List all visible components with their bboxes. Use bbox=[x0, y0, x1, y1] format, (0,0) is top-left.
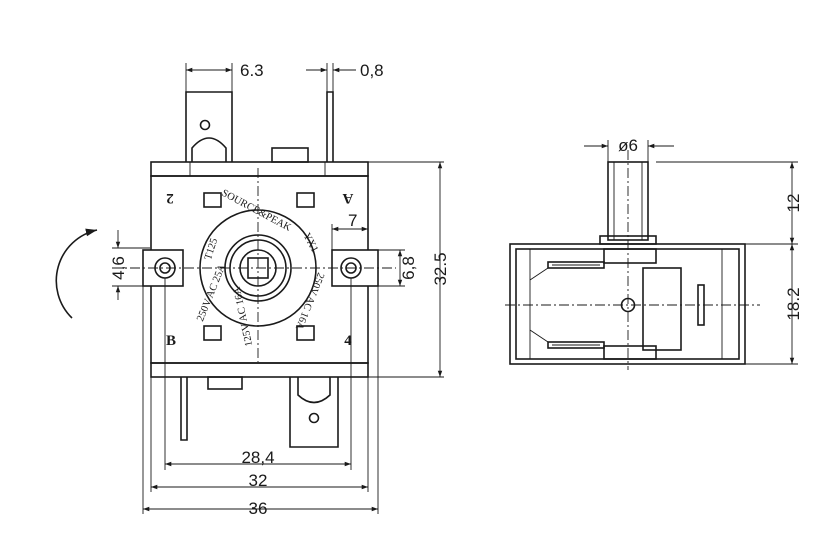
top-notch bbox=[271, 147, 309, 163]
dim-label-bracket-height: 6,8 bbox=[399, 256, 418, 280]
dim-hole-spacing: 4,6 bbox=[109, 230, 150, 300]
dim-body-width: 32 bbox=[150, 377, 369, 492]
dim-label-pin-thickness: 0,8 bbox=[360, 61, 384, 80]
ring-text-model: YX1 bbox=[301, 231, 320, 254]
ring-text-brand: SOURCE&PEAK bbox=[220, 188, 294, 234]
dim-label-shaft-height: 12 bbox=[784, 194, 803, 213]
dim-label-shaft-diameter: ø6 bbox=[618, 136, 638, 155]
bottom-terminal bbox=[289, 377, 339, 448]
dim-terminal-width: 6.3 bbox=[185, 61, 264, 92]
dim-label-body-width: 32 bbox=[249, 471, 268, 490]
dim-label-terminal-width: 6.3 bbox=[240, 61, 264, 80]
dim-pin-offset: 7 bbox=[331, 211, 369, 250]
label-position-a: A bbox=[342, 190, 353, 206]
front-view: 2 A B 4 SOURCE&PEAK YX1 250V AC 16A 125V bbox=[55, 61, 450, 518]
bottom-pin bbox=[180, 377, 188, 441]
dim-bracket-height: 6,8 bbox=[378, 249, 418, 287]
dim-body-height: 32.5 bbox=[368, 161, 450, 378]
label-position-b: B bbox=[166, 333, 176, 349]
dim-label-hole-pitch: 28,4 bbox=[241, 448, 274, 467]
dim-label-body-height: 32.5 bbox=[431, 252, 450, 285]
ring-text-temp: T125 bbox=[203, 237, 220, 261]
dim-label-pin-offset: 7 bbox=[348, 211, 357, 230]
contact-windows bbox=[203, 192, 315, 341]
body-bottom-strip bbox=[150, 362, 369, 378]
dim-side-body-height: 18.2 bbox=[745, 244, 803, 365]
dim-label-side-body-height: 18.2 bbox=[784, 287, 803, 320]
dim-pin-thickness: 0,8 bbox=[306, 61, 384, 92]
dim-label-hole-spacing: 4,6 bbox=[109, 256, 128, 280]
label-position-2: 2 bbox=[166, 190, 174, 206]
dim-overall-width: 36 bbox=[142, 286, 379, 518]
thin-pin bbox=[326, 91, 334, 162]
dim-hole-pitch: 28,4 bbox=[164, 278, 352, 470]
label-position-4: 4 bbox=[344, 333, 352, 349]
bottom-notch bbox=[207, 376, 243, 390]
dim-shaft-height: 12 bbox=[656, 161, 803, 245]
body-top-strip bbox=[150, 161, 369, 177]
side-view: ø6 12 18.2 bbox=[505, 136, 803, 370]
dim-label-overall-width: 36 bbox=[249, 499, 268, 518]
side-internals bbox=[529, 248, 723, 360]
dim-shaft-diameter: ø6 bbox=[584, 136, 674, 162]
rotation-arrow bbox=[55, 228, 98, 319]
side-body bbox=[509, 243, 746, 365]
top-terminal bbox=[185, 91, 233, 162]
ring-text-rating-1: 250V AC 16A bbox=[293, 271, 326, 332]
